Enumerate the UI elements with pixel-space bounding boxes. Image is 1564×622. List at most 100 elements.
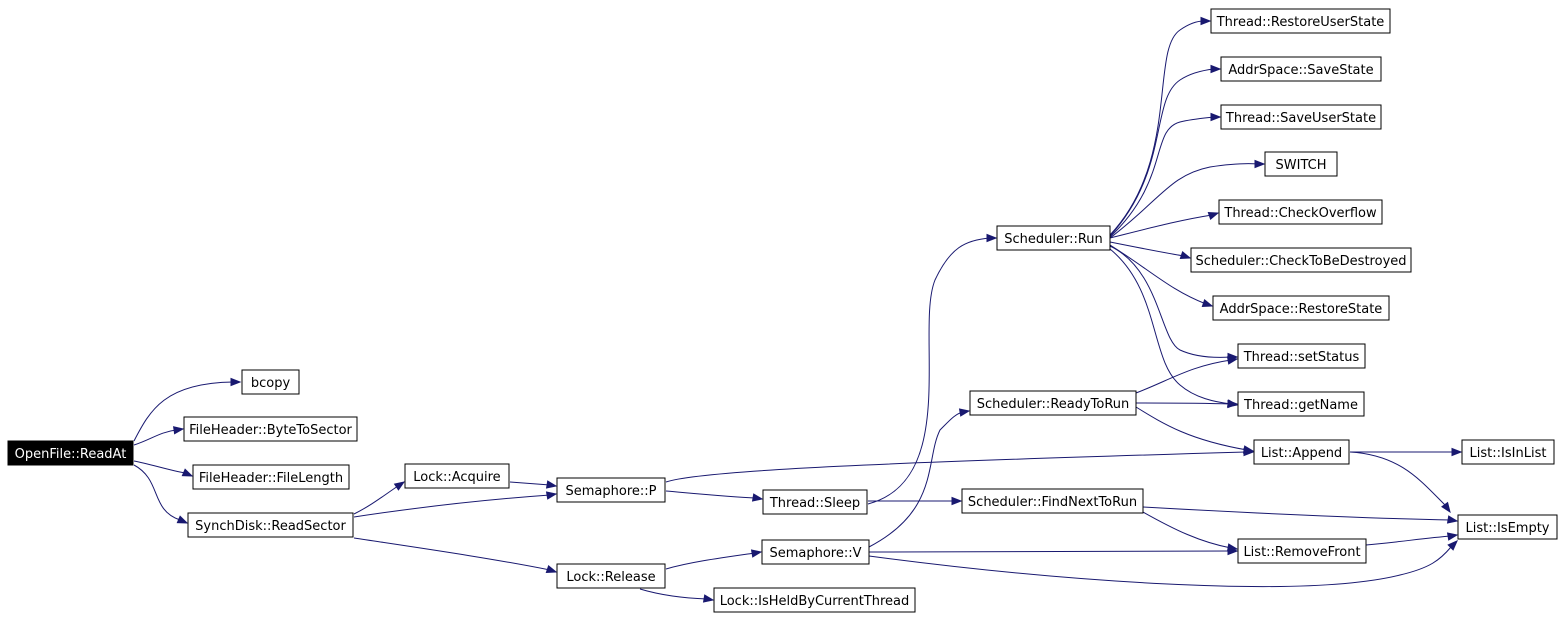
svg-text:Scheduler::CheckToBeDestroyed: Scheduler::CheckToBeDestroyed [1195, 254, 1406, 269]
arrowhead [1447, 540, 1458, 551]
edge-semp-to-append [665, 447, 1255, 483]
svg-text:Thread::RestoreUserState: Thread::RestoreUserState [1216, 15, 1385, 30]
svg-text:Semaphore::P: Semaphore::P [566, 484, 657, 499]
node-scheduler-run[interactable]: Scheduler::Run [996, 225, 1111, 251]
edge-semv-to-readytorun [868, 408, 971, 548]
node-semaphore-p[interactable]: Semaphore::P [556, 477, 666, 503]
node-addrspace-savestate[interactable]: AddrSpace::SaveState [1220, 56, 1382, 82]
arrowhead [1441, 501, 1451, 514]
node-thread-checkoverflow[interactable]: Thread::CheckOverflow [1218, 199, 1383, 225]
edge-readat-to-bcopy [133, 377, 242, 442]
svg-text:Lock::Release: Lock::Release [566, 570, 655, 585]
node-scheduler-checktobedestroyed[interactable]: Scheduler::CheckToBeDestroyed [1190, 247, 1412, 273]
edge-run-to-checktobedestroyed [1109, 241, 1192, 260]
svg-text:Semaphore::V: Semaphore::V [769, 546, 861, 561]
svg-text:Scheduler::Run: Scheduler::Run [1004, 232, 1103, 247]
arrowhead [986, 233, 998, 243]
node-list-isempty[interactable]: List::IsEmpty [1457, 514, 1558, 540]
arrowhead [1446, 532, 1459, 541]
node-scheduler-findnexttorun[interactable]: Scheduler::FindNextToRun [961, 488, 1144, 514]
edge-sleep-to-findnext [867, 496, 963, 506]
svg-text:Scheduler::FindNextToRun: Scheduler::FindNextToRun [968, 495, 1137, 510]
edge-readat-to-filelength [133, 460, 194, 477]
node-lock-isheldbycurrentthread[interactable]: Lock::IsHeldByCurrentThread [713, 587, 916, 613]
arrowhead [1227, 399, 1239, 409]
edge-sleep-to-run [867, 233, 998, 505]
arrowhead [545, 491, 558, 500]
arrowhead [951, 496, 963, 506]
node-thread-restoreuserstate[interactable]: Thread::RestoreUserState [1210, 8, 1391, 34]
edge-readsector-to-acquire [353, 481, 406, 515]
svg-text:List::Append: List::Append [1261, 446, 1342, 461]
svg-text:List::IsInList: List::IsInList [1470, 446, 1547, 461]
svg-text:List::RemoveFront: List::RemoveFront [1243, 545, 1360, 560]
edge-run-to-getname [1109, 248, 1239, 408]
svg-text:Thread::getName: Thread::getName [1243, 398, 1358, 413]
node-fileheader-bytetosector[interactable]: FileHeader::ByteToSector [183, 416, 358, 442]
node-fileheader-filelength[interactable]: FileHeader::FileLength [192, 464, 350, 490]
node-thread-sleep[interactable]: Thread::Sleep [762, 489, 868, 515]
edge-append-to-isempty [1349, 451, 1451, 514]
edge-readsector-to-release [353, 537, 558, 574]
node-scheduler-readytorun[interactable]: Scheduler::ReadyToRun [969, 390, 1137, 416]
svg-text:FileHeader::ByteToSector: FileHeader::ByteToSector [189, 423, 352, 438]
arrowhead [545, 564, 558, 574]
node-list-isinlist[interactable]: List::IsInList [1461, 439, 1555, 465]
node-switch[interactable]: SWITCH [1264, 151, 1338, 177]
edge-semv-to-removefront [868, 546, 1239, 556]
svg-text:Thread::CheckOverflow: Thread::CheckOverflow [1223, 206, 1377, 221]
svg-text:Thread::setStatus: Thread::setStatus [1243, 350, 1360, 365]
svg-text:List::IsEmpty: List::IsEmpty [1465, 521, 1549, 536]
node-thread-setstatus[interactable]: Thread::setStatus [1237, 343, 1366, 369]
edge-run-to-restoreuser [1109, 16, 1212, 236]
edge-findnext-to-removefront [1142, 511, 1239, 552]
svg-text:Lock::IsHeldByCurrentThread: Lock::IsHeldByCurrentThread [720, 594, 910, 609]
arrowhead [1226, 543, 1239, 552]
edge-readat-to-bytetosector [133, 426, 185, 446]
svg-text:bcopy: bcopy [251, 376, 291, 391]
edge-run-to-checkoverflow [1109, 211, 1220, 239]
arrowhead [230, 377, 242, 387]
node-bcopy[interactable]: bcopy [241, 369, 300, 395]
arrowhead [1207, 211, 1220, 221]
svg-text:AddrSpace::SaveState: AddrSpace::SaveState [1228, 63, 1373, 78]
edge-semv-to-isempty [868, 540, 1458, 588]
edge-run-to-saveuser [1109, 112, 1222, 238]
svg-text:Thread::SaveUserState: Thread::SaveUserState [1225, 111, 1376, 126]
node-addrspace-restorestate[interactable]: AddrSpace::RestoreState [1212, 295, 1390, 321]
edge-readytorun-to-append [1135, 406, 1255, 454]
nodes-layer: OpenFile::ReadAt bcopy FileHeader::ByteT… [7, 8, 1558, 613]
arrowhead [1242, 445, 1255, 454]
node-semaphore-v[interactable]: Semaphore::V [761, 539, 870, 565]
arrowhead [545, 480, 558, 489]
arrowhead [1210, 64, 1222, 74]
arrowhead [750, 549, 763, 558]
arrowhead [393, 481, 406, 491]
edge-removefront-to-isempty [1365, 532, 1459, 546]
edge-readsector-to-semp [353, 491, 558, 518]
arrowhead [751, 493, 764, 502]
node-lock-acquire[interactable]: Lock::Acquire [404, 463, 510, 489]
arrowhead [1226, 356, 1239, 365]
node-list-removefront[interactable]: List::RemoveFront [1237, 538, 1367, 564]
edge-acquire-to-semp [509, 480, 558, 489]
edge-run-to-switch [1109, 159, 1266, 239]
arrowhead [958, 408, 971, 417]
edge-release-to-semv [665, 549, 763, 570]
node-thread-getname[interactable]: Thread::getName [1237, 391, 1365, 417]
arrowhead [1200, 16, 1212, 26]
svg-text:Thread::Sleep: Thread::Sleep [769, 496, 860, 511]
node-thread-saveuserstate[interactable]: Thread::SaveUserState [1220, 104, 1382, 130]
edge-readytorun-to-getname [1135, 399, 1239, 409]
node-synchdisk-readsector[interactable]: SynchDisk::ReadSector [187, 512, 354, 538]
svg-text:Scheduler::ReadyToRun: Scheduler::ReadyToRun [977, 397, 1130, 412]
svg-text:OpenFile::ReadAt: OpenFile::ReadAt [15, 447, 127, 462]
node-list-append[interactable]: List::Append [1253, 439, 1350, 465]
node-lock-release[interactable]: Lock::Release [556, 563, 666, 589]
arrowhead [702, 594, 715, 603]
svg-text:Lock::Acquire: Lock::Acquire [413, 470, 500, 485]
edge-run-to-savestate [1109, 64, 1222, 237]
edges-layer [133, 16, 1463, 603]
node-openfile-readat[interactable]: OpenFile::ReadAt [7, 440, 134, 466]
